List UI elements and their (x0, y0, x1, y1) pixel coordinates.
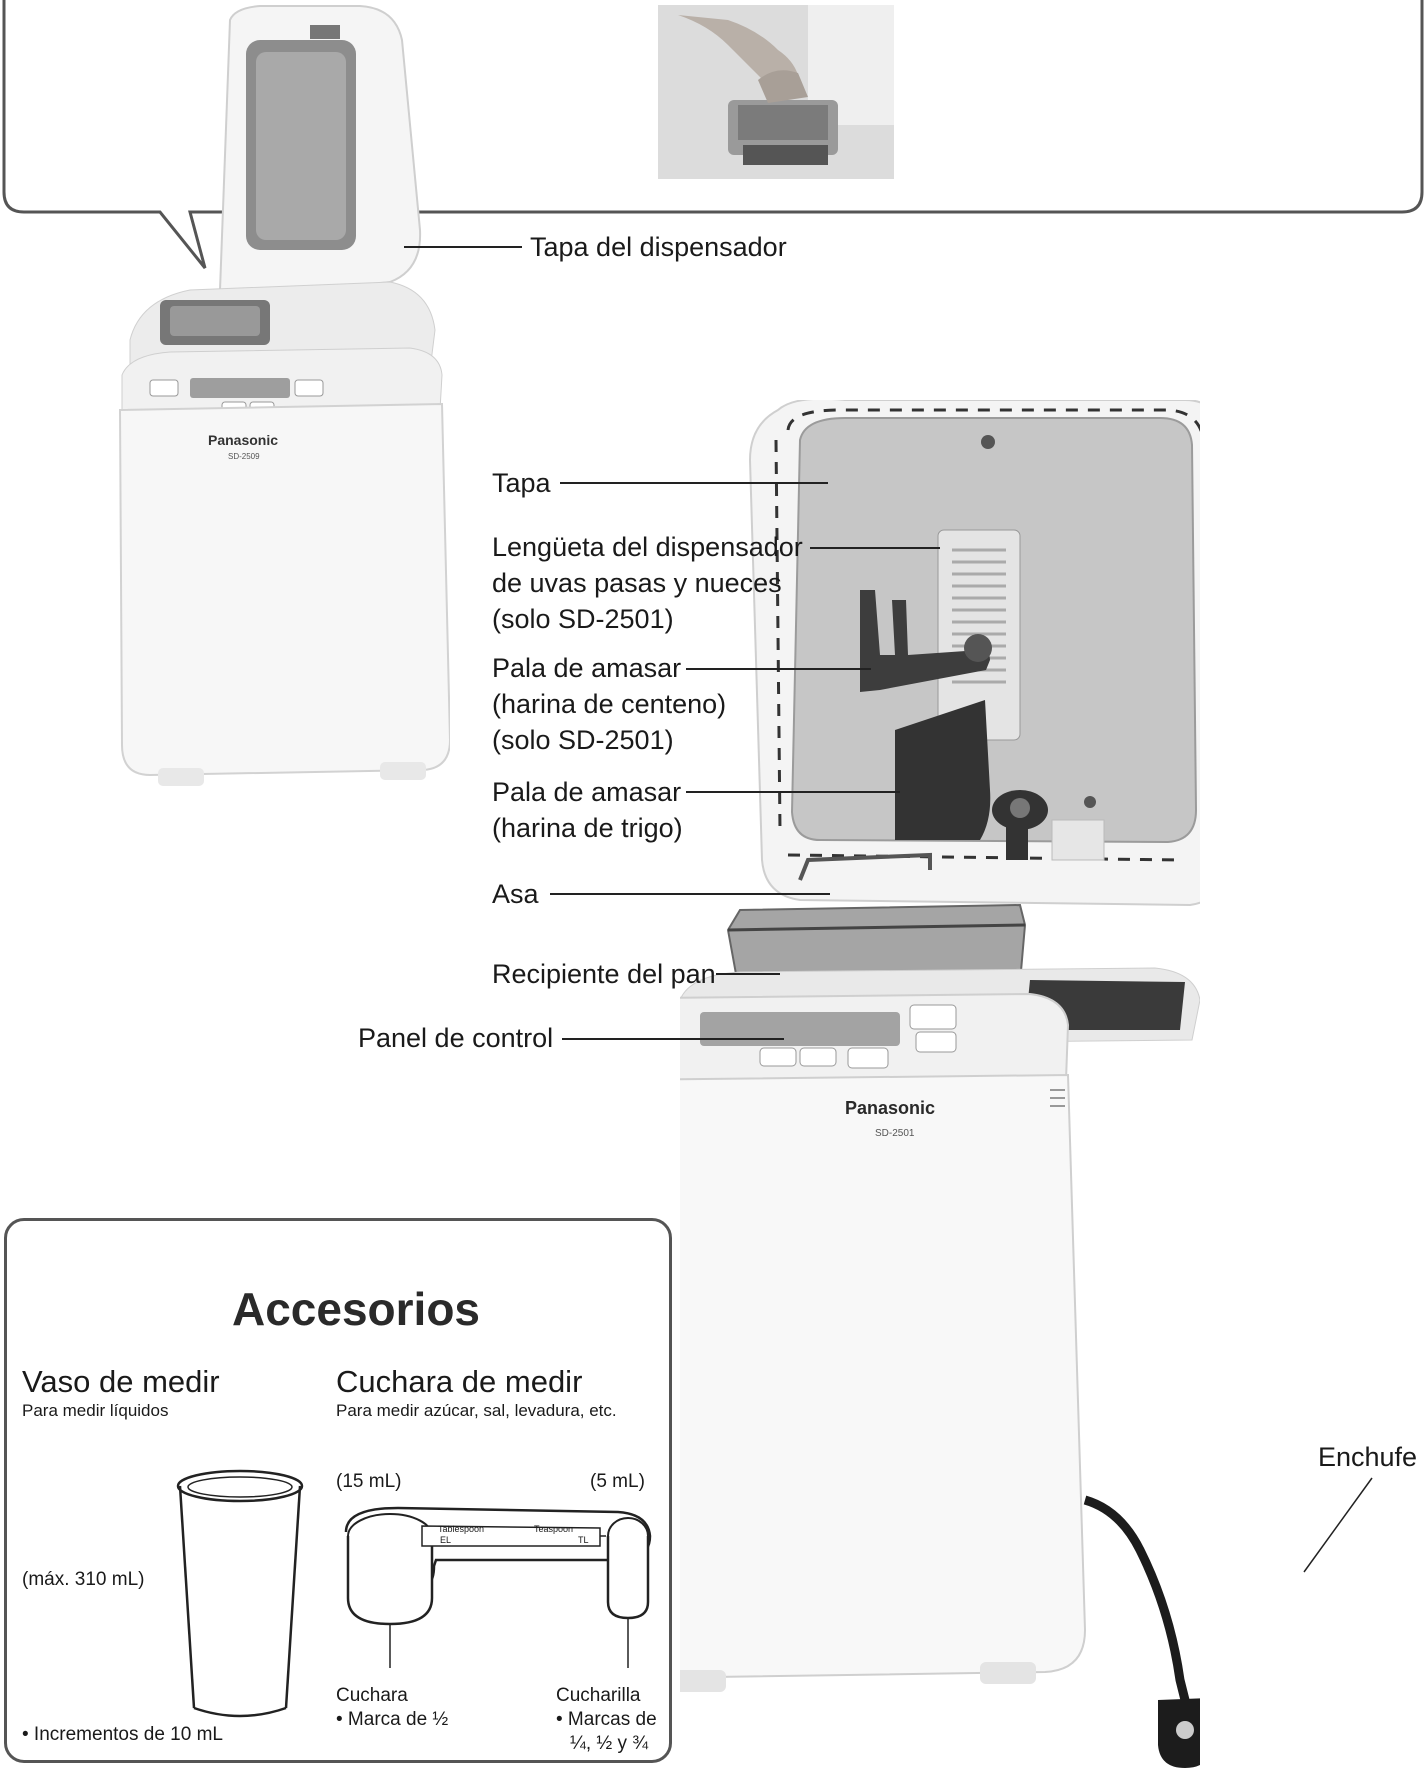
dispenser-lid-leader (404, 246, 522, 248)
bread-pan-leader (716, 973, 780, 975)
accessories-box (4, 1218, 672, 1763)
spoon-subheading: Para medir azúcar, sal, levadura, etc. (336, 1401, 617, 1420)
control-panel-leader (562, 1038, 784, 1040)
tab-label-line1: Lengüeta del dispensador (492, 532, 803, 562)
rye-paddle-leader (686, 668, 871, 670)
plug-label: Enchufe (1318, 1442, 1418, 1472)
cup-subheading: Para medir líquidos (22, 1401, 169, 1420)
spoon-small-mark-line1: • Marcas de (556, 1709, 657, 1730)
lid-leader (560, 482, 828, 484)
spoon-imprint-el: EL (440, 1535, 452, 1545)
bread-maker-small-illustration (118, 5, 450, 786)
tab-leader (810, 547, 940, 549)
tab-label-line3: (solo SD-2501) (492, 604, 674, 634)
wheat-paddle-label-line2: (harina de trigo) (492, 813, 683, 843)
spoon-small-mark-line2: ¼, ½ y ¾ (570, 1733, 649, 1754)
spoon-big-mark: • Marca de ½ (336, 1709, 449, 1730)
rye-paddle-label-line3: (solo SD-2501) (492, 725, 674, 755)
rye-paddle-label-line2: (harina de centeno) (492, 689, 727, 719)
wheat-paddle-leader (686, 791, 900, 793)
spoon-heading: Cuchara de medir (336, 1364, 583, 1399)
measuring-cup-illustration (176, 1469, 304, 1718)
spoon-left-volume: (15 mL) (336, 1471, 402, 1492)
spoon-small-name: Cucharilla (556, 1685, 641, 1706)
small-machine-model: SD-2509 (228, 452, 260, 461)
accessories-title: Accesorios (232, 1283, 481, 1335)
top-callout-frame (2, 0, 1424, 269)
spoon-imprint-tl: TL (578, 1535, 589, 1545)
cup-heading: Vaso de medir (22, 1364, 220, 1399)
handle-label: Asa (492, 879, 539, 909)
handle-leader (550, 893, 830, 895)
spoon-imprint-tablespoon: Tablespoon (438, 1524, 485, 1534)
lid-label: Tapa (492, 468, 551, 498)
cup-increments: • Incrementos de 10 mL (22, 1724, 223, 1745)
large-machine-brand: Panasonic (845, 1098, 936, 1118)
dispenser-lid-label: Tapa del dispensador (530, 232, 787, 262)
bread-pan-label: Recipiente del pan (492, 959, 716, 989)
tab-label-line2: de uvas pasas y nueces (492, 568, 782, 598)
large-machine-model: SD-2501 (875, 1128, 915, 1139)
cup-max-label: (máx. 310 mL) (22, 1569, 145, 1590)
plug-leader (1303, 1477, 1373, 1573)
rye-paddle-label-line1: Pala de amasar (492, 653, 682, 683)
control-panel-label: Panel de control (358, 1023, 554, 1053)
measuring-spoon-illustration (344, 1506, 652, 1668)
spoon-big-name: Cuchara (336, 1685, 408, 1706)
wheat-paddle-label-line1: Pala de amasar (492, 777, 682, 807)
tab-insertion-photo (658, 5, 894, 179)
small-machine-brand: Panasonic (208, 432, 279, 448)
spoon-imprint-teaspoon: Teaspoon (534, 1524, 574, 1534)
spoon-right-volume: (5 mL) (590, 1471, 645, 1492)
bread-maker-large-illustration (680, 400, 1200, 1768)
